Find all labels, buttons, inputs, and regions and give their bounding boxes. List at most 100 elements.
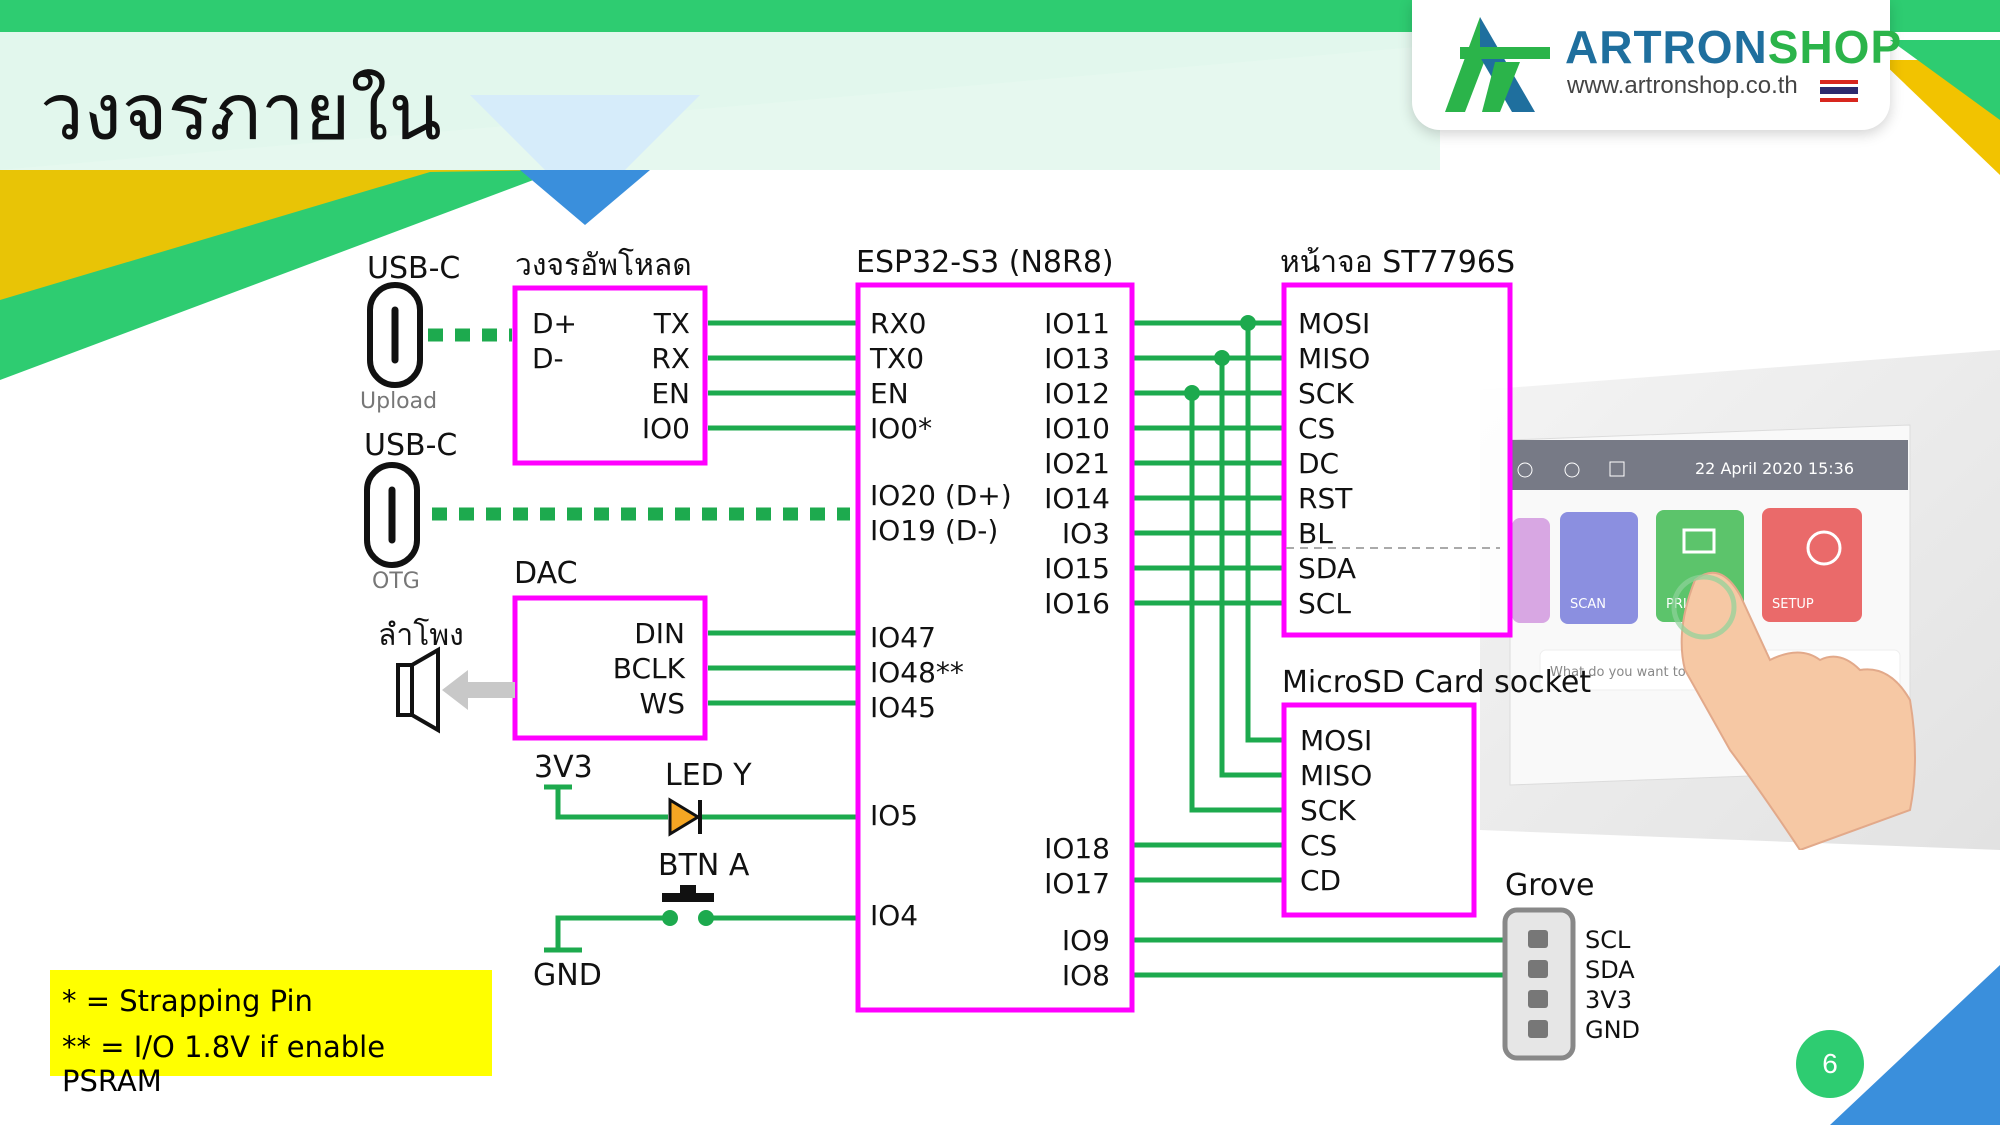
sdcard-pin: MISO — [1300, 759, 1372, 792]
upload-circuit-block — [512, 285, 708, 466]
pointing-hand-icon — [1680, 571, 1916, 850]
dac-title: DAC — [514, 556, 578, 591]
grove-title: Grove — [1505, 868, 1595, 903]
mcu-pin-left: IO48** — [870, 656, 964, 689]
upload-pin-right: IO0 — [642, 412, 690, 445]
usb-upload-caption: Upload — [360, 389, 437, 414]
mcu-pin-left: IO0* — [870, 412, 932, 445]
mcu-pin-left: RX0 — [870, 307, 926, 340]
led-label: LED Y — [665, 758, 752, 793]
dac-block — [512, 595, 708, 741]
mcu-pin-left: IO47 — [870, 621, 936, 654]
display-pin: SCL — [1298, 587, 1351, 620]
button-label: BTN A — [658, 848, 750, 883]
dac-pin: WS — [640, 687, 685, 720]
legend-strapping: * = Strapping Pin — [62, 984, 313, 1018]
display-pin: RST — [1298, 482, 1353, 515]
esp32-s3-block — [855, 282, 1135, 1013]
mcu-pin-right: IO16 — [1044, 587, 1110, 620]
brand-logo: ARTRONSHOP www.artronshop.co.th — [1412, 0, 1901, 130]
scan-tile-label: SCAN — [1570, 597, 1606, 612]
device-datetime: 22 April 2020 15:36 — [1695, 459, 1854, 478]
mcu-pin-left: IO19 (D-) — [870, 514, 998, 547]
page-title: วงจรภายใน — [40, 68, 442, 158]
grove-pin: 3V3 — [1585, 986, 1632, 1014]
mcu-pin-right: IO12 — [1044, 377, 1110, 410]
scan-tile — [1560, 512, 1638, 624]
device-photo: 22 April 2020 15:36 SCAN PRINT SETUP Wha… — [1480, 350, 2000, 850]
display-pin: CS — [1298, 412, 1335, 445]
mcu-pin-left: IO20 (D+) — [870, 479, 1012, 512]
devices-icon — [1609, 461, 1625, 477]
setup-tile-label: SETUP — [1772, 597, 1814, 612]
led-icon — [668, 797, 702, 837]
grove-pin: SDA — [1585, 956, 1635, 984]
mcu-pin-right: IO17 — [1044, 867, 1110, 900]
dac-pin: BCLK — [613, 652, 686, 685]
mcu-pin-right: IO8 — [1062, 959, 1110, 992]
brand-url: www.artronshop.co.th — [1567, 72, 1798, 99]
sdcard-pin: SCK — [1300, 794, 1356, 827]
power-3v3-label: 3V3 — [534, 750, 593, 785]
mcu-pin-right: IO14 — [1044, 482, 1110, 515]
mcu-pin-left: IO4 — [870, 899, 918, 932]
brand-name-part1: ARTRON — [1565, 21, 1768, 73]
sdcard-title: MicroSD Card socket — [1282, 665, 1591, 700]
mcu-pin-right: IO9 — [1062, 924, 1110, 957]
display-title: หน้าจอ ST7796S — [1280, 245, 1515, 280]
usb-otg-caption: OTG — [372, 569, 420, 594]
display-block — [1281, 282, 1513, 638]
upload-pin-right: RX — [651, 342, 690, 375]
leaf-icon — [1564, 462, 1580, 478]
upload-circuit-title: วงจรอัพโหลด — [515, 247, 692, 283]
mcu-pin-right: IO13 — [1044, 342, 1110, 375]
grove-pin: GND — [1585, 1016, 1640, 1044]
phone-icon — [1517, 462, 1533, 478]
mcu-pin-left: IO45 — [870, 691, 936, 724]
mcu-pin-right: IO3 — [1062, 517, 1110, 550]
artronshop-logo-icon — [1445, 17, 1550, 112]
mcu-pin-left: TX0 — [869, 342, 924, 375]
mcu-pin-right: IO11 — [1044, 307, 1110, 340]
upload-pin-right: TX — [653, 307, 690, 340]
upload-pin-right: EN — [651, 377, 690, 410]
sdcard-pin: CS — [1300, 829, 1337, 862]
mcu-pin-left: IO5 — [870, 799, 918, 832]
mcu-title: ESP32-S3 (N8R8) — [856, 245, 1114, 280]
grove-pin: SCL — [1585, 926, 1631, 954]
display-pin: MISO — [1298, 342, 1370, 375]
legend-psram: ** = I/O 1.8V if enable PSRAM — [62, 1030, 386, 1098]
thai-flag-icon — [1820, 80, 1858, 102]
sdcard-block — [1281, 702, 1477, 918]
upload-pin-left: D- — [532, 342, 564, 375]
mcu-pin-right: IO15 — [1044, 552, 1110, 585]
usb-otg-label: USB-C — [364, 428, 457, 463]
upload-pin-left: D+ — [532, 307, 577, 340]
display-pin: MOSI — [1298, 307, 1370, 340]
sdcard-pin: MOSI — [1300, 724, 1372, 757]
speaker-icon — [396, 646, 440, 734]
gnd-label: GND — [533, 958, 602, 993]
display-pin: DC — [1298, 447, 1339, 480]
page-number: 6 — [1796, 1030, 1864, 1098]
push-button-icon[interactable] — [662, 885, 714, 902]
legend-box: * = Strapping Pin ** = I/O 1.8V if enabl… — [50, 970, 492, 1098]
display-pin: SCK — [1298, 377, 1354, 410]
brand-name-part2: SHOP — [1767, 21, 1903, 73]
document-tile — [1512, 518, 1550, 623]
dac-pin: DIN — [634, 617, 685, 650]
printer-icon — [1682, 528, 1716, 554]
speaker-label: ลำโพง — [378, 617, 464, 653]
sdcard-pin: CD — [1300, 864, 1341, 897]
settings-gear-icon — [1806, 530, 1842, 566]
display-pin: BL — [1298, 517, 1333, 550]
mcu-pin-left: EN — [870, 377, 909, 410]
mcu-pin-right: IO10 — [1044, 412, 1110, 445]
grove-connector[interactable] — [1502, 907, 1576, 1061]
mcu-pin-right: IO18 — [1044, 832, 1110, 865]
display-pin: SDA — [1298, 552, 1356, 585]
usb-upload-label: USB-C — [367, 251, 460, 286]
